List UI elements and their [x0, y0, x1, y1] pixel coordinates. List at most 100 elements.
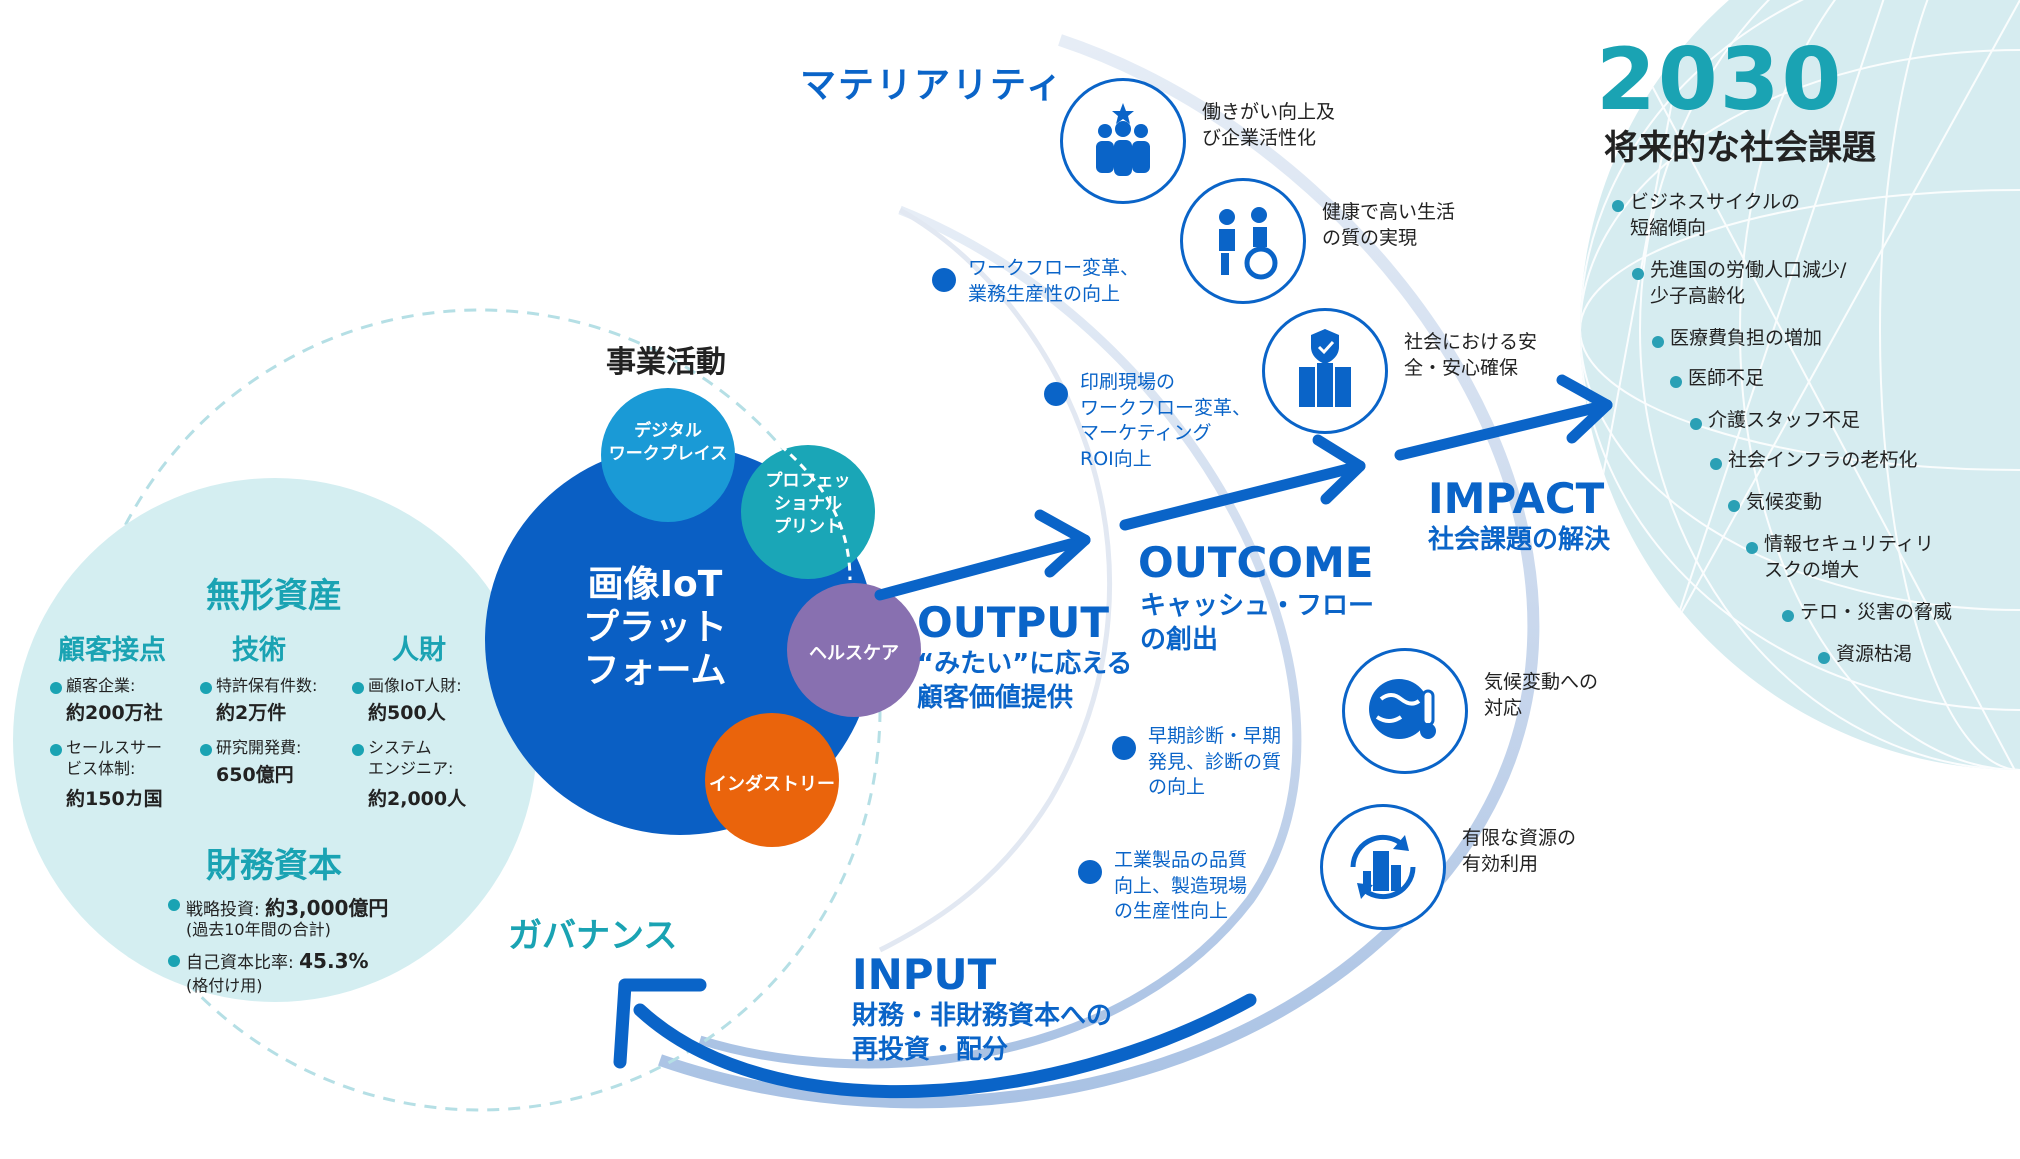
- input-title: INPUT: [852, 950, 997, 999]
- outcome-sub: キャッシュ・フロー の創出: [1140, 591, 1375, 655]
- financial-bullet: [168, 899, 180, 911]
- shield-building-icon: [1299, 329, 1351, 407]
- output-arrow: [874, 534, 1091, 601]
- outcome-text: 印刷現場の ワークフロー変革、 マーケティング ROI向上: [1080, 371, 1252, 470]
- materiality-label: 有限な資源の 有効利用: [1462, 827, 1577, 875]
- output-arc: [878, 207, 1112, 953]
- financial-bullet: [168, 955, 180, 967]
- future-issues-title: 将来的な社会課題: [1604, 128, 1876, 168]
- outcome-bullet: [1112, 736, 1136, 760]
- materiality-label: 社会における安 全・安心確保: [1404, 331, 1538, 379]
- issue-text: 医師不足: [1688, 367, 1765, 389]
- output-title: OUTPUT: [917, 598, 1109, 647]
- issue-bullet: [1746, 542, 1758, 554]
- asset-bullet: [50, 744, 62, 756]
- financial-label: 戦略投資:: [186, 900, 266, 920]
- outcome-bullet: [1078, 860, 1102, 884]
- issue-text: 資源枯渇: [1836, 643, 1913, 665]
- outcome-title: OUTCOME: [1138, 538, 1374, 587]
- impact-arc: [658, 34, 1540, 1109]
- digital-circle: [601, 388, 735, 522]
- asset-bullet: [352, 744, 364, 756]
- asset-label: 特許保有件数:: [216, 676, 318, 695]
- professional-circle: [741, 445, 875, 579]
- outcome-text: ワークフロー変革、 業務生産性の向上: [968, 257, 1140, 305]
- financial-value: 45.3%: [299, 949, 369, 973]
- business-title: 事業活動: [606, 345, 726, 380]
- materiality-label: 気候変動への 対応: [1484, 671, 1599, 719]
- intangible-title: 無形資産: [206, 576, 342, 616]
- issue-bullet: [1690, 418, 1702, 430]
- asset-value: 約150カ国: [66, 788, 163, 810]
- materiality-icon-frame: [1262, 308, 1388, 434]
- asset-value: 約2万件: [216, 702, 287, 724]
- financial-label: 自己資本比率:: [186, 953, 300, 973]
- impact-title: IMPACT: [1428, 474, 1605, 523]
- asset-bullet: [50, 682, 62, 694]
- assets-circle: [13, 478, 537, 1002]
- asset-value: 約2,000人: [368, 788, 467, 810]
- financial-note: (過去10年間の合計): [186, 920, 331, 939]
- professional-dash: [779, 443, 852, 581]
- materiality-title: マテリアリティ: [800, 65, 1064, 106]
- segment-digital: デジタル ワークプレイス: [608, 421, 728, 464]
- financial-title: 財務資本: [206, 846, 342, 886]
- impact-sub: 社会課題の解決: [1428, 525, 1611, 555]
- health-circle: [787, 583, 921, 717]
- materiality-label: 健康で高い生活 の質の実現: [1322, 201, 1456, 249]
- outcome-arc: [698, 205, 1302, 1069]
- governance-label: ガバナンス: [508, 916, 678, 956]
- issue-text: テロ・災害の脅威: [1800, 601, 1953, 623]
- outcome-arrow: [1119, 460, 1366, 531]
- asset-bullet: [200, 744, 212, 756]
- outcome-bullet: [1044, 382, 1068, 406]
- materiality-icon-frame: [1060, 78, 1186, 204]
- issue-bullet: [1652, 336, 1664, 348]
- financial-line: 自己資本比率: 45.3%: [186, 948, 369, 973]
- outcome-bullet: [932, 268, 956, 292]
- issue-bullet: [1632, 268, 1644, 280]
- segment-health: ヘルスケア: [809, 643, 899, 664]
- financial-line: 戦略投資: 約3,000億円: [186, 892, 388, 921]
- issue-text: 先進国の労働人口減少/ 少子高齢化: [1650, 259, 1847, 307]
- issue-text: 介護スタッフ不足: [1708, 409, 1861, 431]
- materiality-label: 働きがい向上及 び企業活性化: [1202, 101, 1336, 149]
- asset-value: 約200万社: [66, 702, 163, 724]
- asset-label: システム エンジニア:: [368, 738, 454, 778]
- issue-bullet: [1670, 376, 1682, 388]
- asset-column-head: 技術: [232, 635, 286, 666]
- issue-text: 医療費負担の増加: [1670, 327, 1823, 349]
- input-sub: 財務・非財務資本への 再投資・配分: [852, 1001, 1113, 1065]
- asset-column-head: 人財: [392, 635, 446, 666]
- platform-label: 画像IoT プラット フォーム: [582, 564, 727, 692]
- asset-bullet: [200, 682, 212, 694]
- asset-value: 650億円: [216, 764, 294, 786]
- segment-professional: プロフェッ ショナル プリント: [765, 471, 851, 537]
- asset-bullet: [352, 682, 364, 694]
- issue-bullet: [1728, 500, 1740, 512]
- outcome-text: 工業製品の品質 向上、製造現場 の生産性向上: [1114, 849, 1248, 923]
- asset-column-head: 顧客接点: [58, 635, 166, 666]
- impact-arrow: [1394, 399, 1613, 461]
- asset-label: 画像IoT人財:: [368, 676, 462, 695]
- output-sub: “みたい”に応える 顧客価値提供: [917, 649, 1133, 713]
- segment-industry: インダストリー: [709, 774, 835, 795]
- asset-value: 約500人: [368, 702, 446, 724]
- financial-value: 約3,000億円: [265, 896, 389, 920]
- team-star-icon: [1096, 103, 1150, 176]
- asset-label: 顧客企業:: [66, 676, 136, 695]
- year-label: 2030: [1596, 30, 1844, 130]
- issue-text: 情報セキュリティリ スクの増大: [1764, 533, 1934, 581]
- materiality-icon-frame: [1320, 804, 1446, 930]
- financial-note: (格付け用): [186, 976, 263, 995]
- issue-bullet: [1710, 458, 1722, 470]
- outcome-text: 早期診断・早期 発見、診断の質 の向上: [1148, 725, 1282, 799]
- materiality-icon-frame: [1342, 648, 1468, 774]
- industry-circle: [705, 713, 839, 847]
- issue-bullet: [1818, 652, 1830, 664]
- asset-label: 研究開発費:: [216, 738, 302, 757]
- issue-text: ビジネスサイクルの 短縮傾向: [1630, 191, 1801, 239]
- issue-bullet: [1782, 610, 1794, 622]
- input-arrow: [633, 993, 1257, 1099]
